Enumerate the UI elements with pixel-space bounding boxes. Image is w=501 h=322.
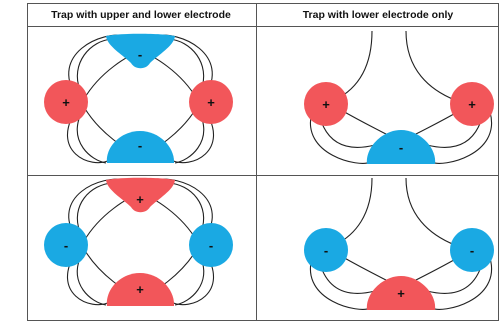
- right-electrode-sign: +: [468, 97, 476, 112]
- left-electrode-positive: [304, 82, 348, 126]
- lower-electrode-positive: [366, 276, 436, 310]
- left-electrode-negative: [44, 223, 88, 267]
- right-electrode-sign: -: [470, 243, 474, 258]
- upper-electrode-positive: [106, 177, 175, 213]
- column-header-lower-only: Trap with lower electrode only: [303, 9, 454, 21]
- upper-electrode-sign: -: [138, 47, 142, 62]
- trap-diagram-lower-only-negative: - + +: [304, 30, 494, 164]
- lower-electrode-negative: [366, 130, 436, 164]
- table-grid: [27, 3, 499, 321]
- lower-electrode-sign: +: [397, 286, 405, 301]
- right-electrode-sign: +: [207, 95, 215, 110]
- right-electrode-positive: [189, 80, 233, 124]
- trap-diagram-lower-only-positive: + - -: [304, 177, 494, 310]
- right-electrode-sign: -: [209, 238, 213, 253]
- left-electrode-sign: -: [324, 243, 328, 258]
- upper-electrode-negative: [106, 33, 175, 69]
- right-electrode-negative: [450, 228, 494, 272]
- lower-electrode-negative: [106, 131, 175, 163]
- trap-diagram-upper-lower-positive: + + - -: [44, 177, 233, 306]
- lower-electrode-positive: [106, 273, 175, 306]
- column-header-upper-lower: Trap with upper and lower electrode: [51, 9, 231, 21]
- left-electrode-sign: -: [64, 238, 68, 253]
- lower-electrode-sign: +: [136, 282, 144, 297]
- right-electrode-negative: [189, 223, 233, 267]
- left-electrode-positive: [44, 80, 88, 124]
- left-electrode-sign: +: [322, 97, 330, 112]
- upper-electrode-sign: +: [136, 192, 144, 207]
- lower-electrode-sign: -: [399, 140, 403, 155]
- lower-electrode-sign: -: [138, 138, 142, 153]
- right-electrode-positive: [450, 82, 494, 126]
- left-electrode-negative: [304, 228, 348, 272]
- trap-diagram-upper-lower-negative: - - + +: [44, 33, 233, 164]
- left-electrode-sign: +: [62, 95, 70, 110]
